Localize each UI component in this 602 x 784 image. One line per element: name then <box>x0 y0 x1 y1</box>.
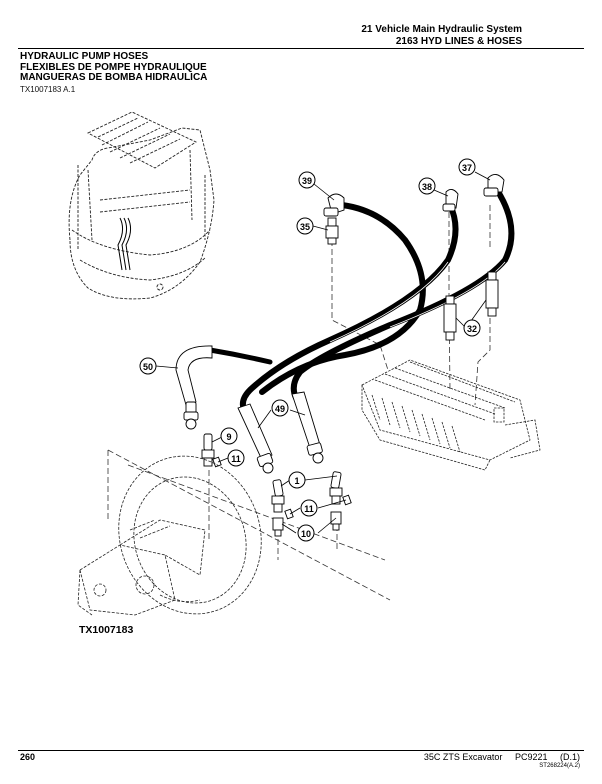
excavator-cab-illustration <box>68 111 215 300</box>
callout-leaders <box>155 171 491 534</box>
header-rule <box>18 48 584 49</box>
footer-catalog: PC9221 <box>514 752 548 762</box>
title-english: HYDRAULIC PUMP HOSES <box>20 51 149 62</box>
callout-11-upper: 11 <box>231 454 241 464</box>
cab-hose-bundle <box>117 217 132 271</box>
callout-37: 37 <box>462 163 472 173</box>
figure-label: TX1007183 <box>79 624 134 636</box>
control-valve-illustration <box>361 359 541 471</box>
connector-fittings <box>201 433 352 537</box>
footer-model: 35C ZTS Excavator <box>423 752 503 762</box>
group-title: 2163 HYD LINES & HOSES <box>395 36 522 47</box>
callout-circles <box>139 158 481 542</box>
callout-9: 9 <box>226 432 231 442</box>
hydraulic-pump-illustration <box>77 455 262 616</box>
hose-50 <box>207 347 273 365</box>
adapter-35 <box>325 217 339 245</box>
hose-37 <box>290 192 515 401</box>
footer-revision: (D.1) <box>560 752 580 762</box>
hose-50-fitting <box>175 345 213 430</box>
footer-info: 35C ZTS Excavator PC9221 (D.1) <box>414 752 580 762</box>
footer-rule <box>18 750 584 751</box>
callout-11-lower: 11 <box>304 504 314 514</box>
elbow-fittings <box>323 174 505 217</box>
title-french: FLEXIBLES DE POMPE HYDRAULIQUE <box>20 61 207 73</box>
callout-49: 49 <box>275 404 285 414</box>
callout-35: 35 <box>300 222 310 232</box>
hose-lines <box>207 192 515 413</box>
page-titles: HYDRAULIC PUMP HOSES FLEXIBLES DE POMPE … <box>20 51 208 84</box>
section-title: 21 Vehicle Main Hydraulic System <box>361 24 522 35</box>
adapter-32 <box>443 271 499 341</box>
callout-50: 50 <box>143 362 153 372</box>
callout-38: 38 <box>422 182 432 192</box>
title-spanish: MANGUERAS DE BOMBA HIDRAULICA <box>20 72 208 83</box>
hose-38 <box>239 202 459 413</box>
figure-reference: TX1007183 A.1 <box>20 85 76 94</box>
callout-10: 10 <box>301 529 311 539</box>
page-number: 260 <box>20 752 36 762</box>
footer-code: ST268224(A.2) <box>539 763 580 769</box>
callout-39: 39 <box>302 176 312 186</box>
callout-1: 1 <box>294 476 299 486</box>
hose-49-fittings <box>237 391 324 474</box>
callout-32: 32 <box>467 324 477 334</box>
